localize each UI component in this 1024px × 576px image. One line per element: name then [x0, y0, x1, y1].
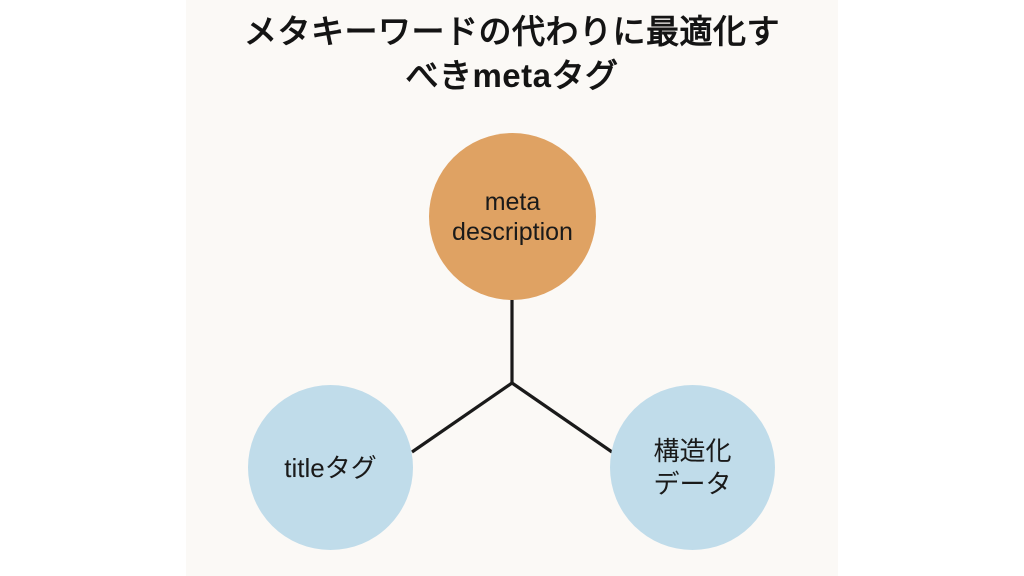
page-title-line-2: べきmetaタグ: [405, 57, 619, 94]
node-structured-data[interactable]: 構造化 データ: [610, 385, 775, 550]
node-structured-data-label: 構造化 データ: [610, 435, 775, 501]
connector-junction-to-structured-data: [511, 381, 613, 454]
page-title-line-1: メタキーワードの代わりに最適化す: [244, 13, 780, 50]
node-meta-description-label: meta description: [429, 187, 596, 247]
node-title-tag-label-line-1: titleタグ: [284, 452, 377, 483]
node-title-tag[interactable]: titleタグ: [248, 385, 413, 550]
node-meta-description-label-line-1: meta: [484, 187, 541, 216]
node-meta-description[interactable]: meta description: [429, 133, 596, 300]
node-title-tag-label: titleタグ: [248, 452, 413, 484]
connector-junction-to-title-tag: [411, 381, 513, 454]
node-structured-data-label-line-1: 構造化: [653, 435, 732, 466]
page-title: メタキーワードの代わりに最適化す べきmetaタグ: [186, 10, 838, 98]
node-meta-description-label-line-2: description: [452, 217, 573, 246]
node-structured-data-label-line-2: データ: [653, 468, 732, 499]
